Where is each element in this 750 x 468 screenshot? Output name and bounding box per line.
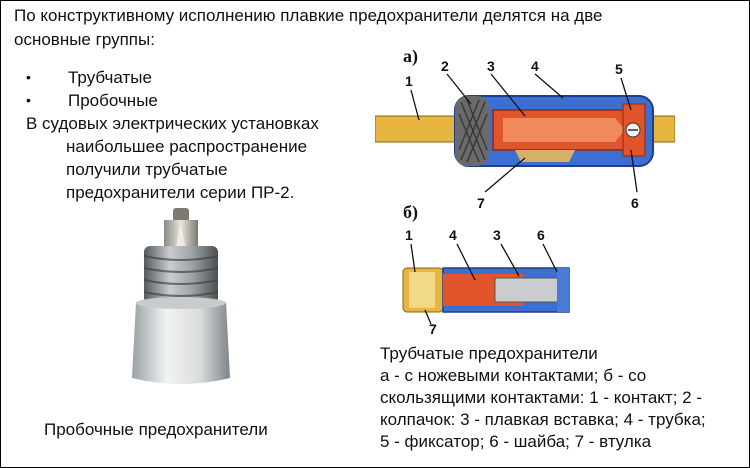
tubular-fuse-diagram: а) 1 2 3 4 5 6 7 б) xyxy=(375,46,675,336)
caption-line-5: 5 - фиксатор; 6 - шайба; 7 - втулка xyxy=(380,432,652,451)
plug-fuse-caption: Пробочные предохранители xyxy=(44,420,268,439)
intro-line-2: основные группы: xyxy=(14,30,155,49)
caption-line-1: Трубчатые предохранители xyxy=(380,344,598,363)
label-7: 7 xyxy=(477,195,485,211)
label-6: 6 xyxy=(537,227,545,243)
label-3: 3 xyxy=(493,227,501,243)
caption-line-2: а - с ножевыми контактами; б - со xyxy=(380,366,647,385)
caption-line-4: колпачок: 3 - плавкая вставка; 4 - трубк… xyxy=(380,410,706,429)
caption-line-3: скользящими контактами: 1 - контакт; 2 - xyxy=(380,388,702,407)
label-4: 4 xyxy=(531,58,539,74)
paragraph-line-1: В судовых электрических установках xyxy=(26,114,319,133)
part-a-label: а) xyxy=(403,46,418,67)
paragraph-line-4: предохранители серии ПР-2. xyxy=(66,183,295,202)
paragraph-line-3: получили трубчатые xyxy=(66,160,228,179)
plug-fuse-photo xyxy=(132,208,230,384)
label-1: 1 xyxy=(405,227,413,243)
tubular-fuse-caption: Трубчатые предохранители а - с ножевыми … xyxy=(380,343,750,453)
description-paragraph: В судовых электрических установках наибо… xyxy=(26,112,366,204)
label-6: 6 xyxy=(631,195,639,211)
label-4: 4 xyxy=(449,227,457,243)
list-item: Трубчатые xyxy=(26,66,158,89)
label-3: 3 xyxy=(487,58,495,74)
label-1: 1 xyxy=(405,73,413,89)
label-5: 5 xyxy=(615,61,623,77)
part-b-label: б) xyxy=(403,202,418,223)
fuse-group-list: Трубчатые Пробочные xyxy=(26,66,158,112)
label-7: 7 xyxy=(429,321,437,336)
intro-text: По конструктивному исполнению плавкие пр… xyxy=(14,4,694,52)
paragraph-line-2: наибольшее распространение xyxy=(66,137,308,156)
intro-line-1: По конструктивному исполнению плавкие пр… xyxy=(14,6,603,25)
list-item: Пробочные xyxy=(26,89,158,112)
label-2: 2 xyxy=(441,58,449,74)
